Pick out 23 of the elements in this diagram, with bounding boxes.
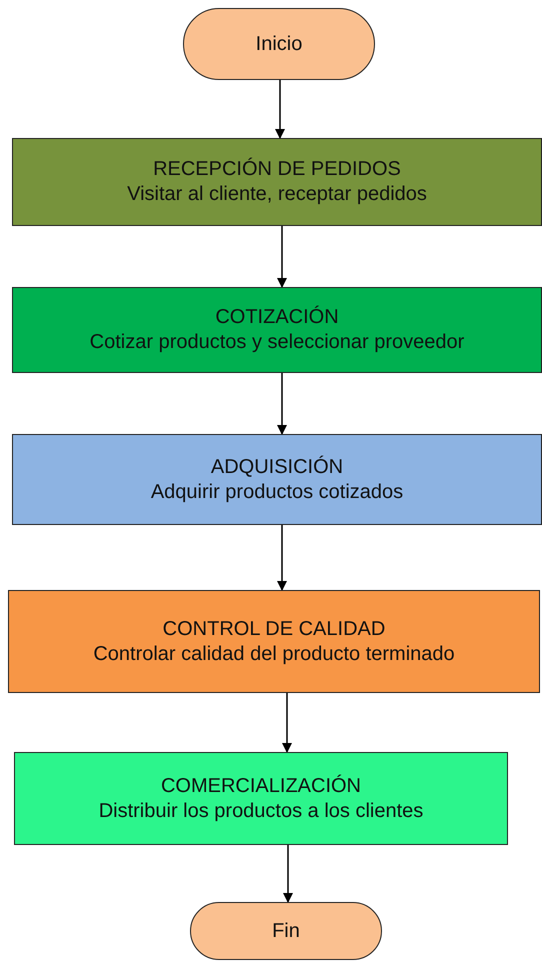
arrow (282, 693, 292, 753)
arrow (283, 845, 293, 903)
step-description: Cotizar productos y seleccionar proveedor (90, 330, 464, 355)
process-box (14, 752, 508, 845)
step-heading: COMERCIALIZACIÓN (160, 774, 362, 798)
arrow (277, 373, 287, 435)
arrow (277, 226, 287, 288)
process-box (12, 138, 542, 226)
terminal-label: Fin (272, 918, 300, 944)
terminal-label: Inicio (256, 32, 302, 56)
step-heading: CONTROL DE CALIDAD (162, 616, 386, 642)
step-heading: COTIZACIÓN (215, 305, 339, 330)
step-heading: RECEPCIÓN DE PEDIDOS (153, 157, 401, 182)
arrow (275, 80, 285, 139)
step-description: Controlar calidad del producto terminado (93, 642, 455, 666)
step-description: Distribuir los productos a los clientes (98, 798, 424, 824)
step-description: Adquirir productos cotizados (150, 480, 404, 504)
arrow (277, 525, 287, 591)
step-description: Visitar al cliente, receptar pedidos (127, 182, 427, 207)
process-box (8, 590, 540, 693)
process-box (12, 434, 542, 525)
step-heading: ADQUISICIÓN (210, 454, 344, 480)
process-box (12, 287, 542, 373)
